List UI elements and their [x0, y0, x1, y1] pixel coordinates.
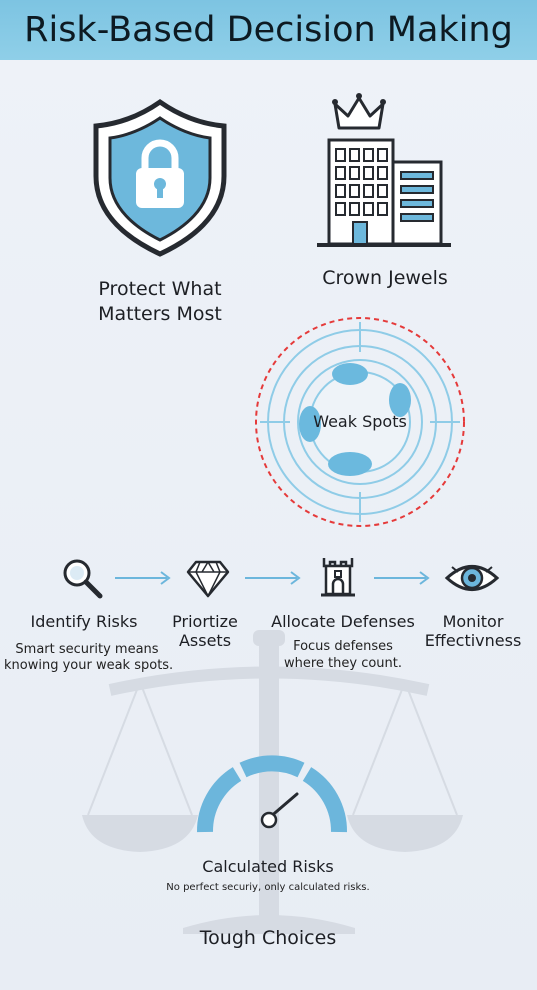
- step-identify-desc-1: Smart security means: [15, 642, 159, 657]
- step-identify-label: Identify Risks: [30, 612, 138, 631]
- tough-choices-label: Tough Choices: [199, 927, 337, 949]
- protect-label-1: Protect What: [98, 278, 222, 300]
- gauge-icon: [196, 755, 348, 833]
- arrow-right-icon: [374, 571, 430, 585]
- step-prioritize-label-1: Priortize: [172, 612, 238, 631]
- step-monitor-label-1: Monitor: [442, 612, 504, 631]
- step-allocate-label: Allocate Defenses: [271, 612, 415, 631]
- protect-label-2: Matters Most: [98, 303, 222, 325]
- gauge-description: No perfect securiy, only calculated risk…: [166, 882, 370, 893]
- crown-building-icon: [317, 93, 451, 247]
- step-identify-desc-2: knowing your weak spots.: [4, 658, 174, 673]
- page-title: Risk-Based Decision Making: [24, 10, 513, 50]
- step-prioritize-label-2: Assets: [178, 631, 232, 650]
- step-monitor-label-2: Effectivness: [424, 631, 522, 650]
- step-allocate-desc-1: Focus defenses: [293, 639, 393, 654]
- magnifier-icon: [63, 559, 103, 599]
- castle-tower-icon: [321, 558, 355, 597]
- title-banner: [0, 0, 537, 60]
- step-allocate-desc-2: where they count.: [283, 656, 403, 671]
- gauge-label: Calculated Risks: [202, 857, 334, 876]
- crown-jewels-label: Crown Jewels: [322, 267, 448, 289]
- target-icon: [255, 317, 465, 527]
- eye-icon: [444, 565, 500, 591]
- weak-spots-label: Weak Spots: [313, 412, 407, 431]
- shield-lock-icon: [93, 98, 227, 257]
- diamond-icon: [186, 560, 230, 598]
- arrow-right-icon: [245, 571, 301, 585]
- arrow-right-icon: [115, 571, 171, 585]
